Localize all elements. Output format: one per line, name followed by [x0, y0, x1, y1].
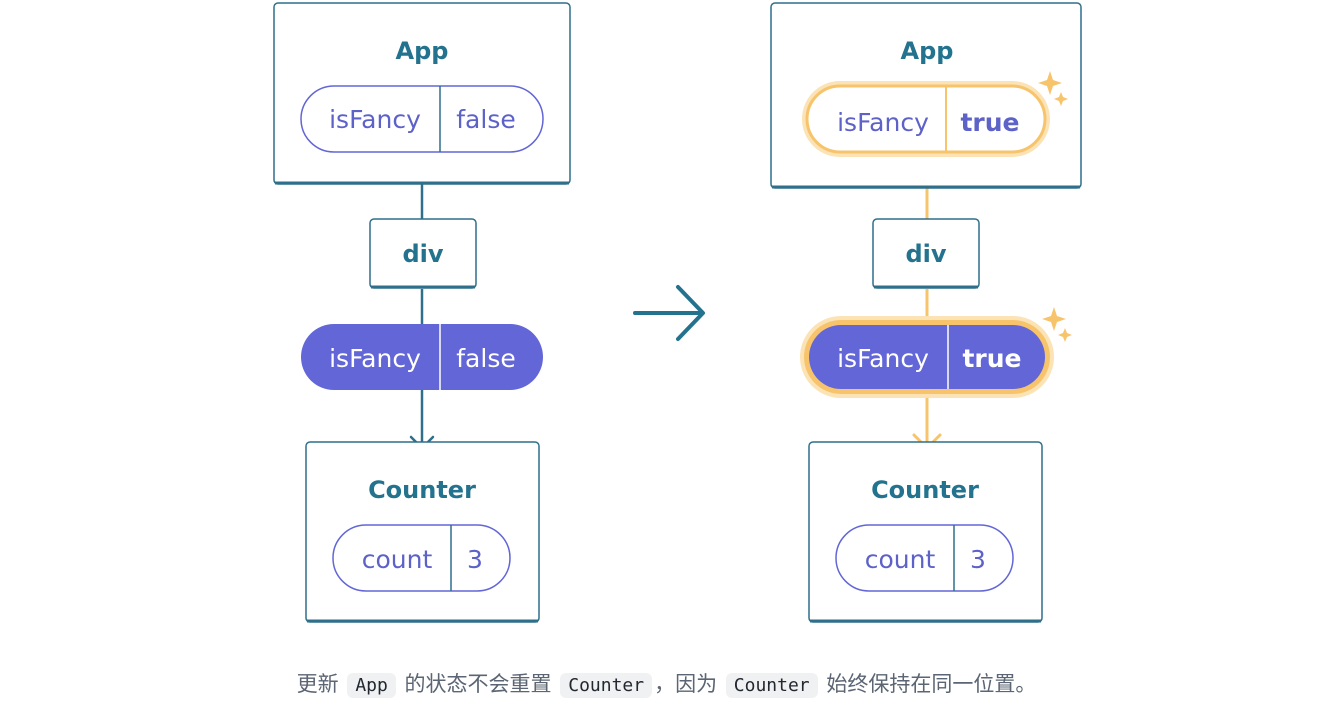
caption-text-2: 的状态不会重置 — [404, 672, 552, 696]
prop-pill: isFancy false — [301, 324, 543, 390]
arrow-right-icon — [633, 285, 705, 341]
counter-title: Counter — [368, 476, 476, 504]
counter-state-value: 3 — [467, 545, 483, 574]
prop-label-after: isFancy — [837, 344, 929, 373]
app-title-after: App — [901, 37, 954, 65]
prop-value-after: true — [962, 344, 1021, 373]
app-state-label: isFancy — [329, 105, 421, 134]
div-node-after: div — [872, 218, 980, 289]
app-state-label-after: isFancy — [837, 108, 929, 137]
prop-value: false — [456, 344, 515, 373]
sparkle-icon — [1042, 307, 1072, 342]
app-state-pill-highlighted: isFancy true — [802, 81, 1050, 157]
sparkle-icon — [1038, 71, 1068, 106]
app-node-after: App isFancy true — [770, 2, 1082, 189]
counter-state-value-after: 3 — [970, 545, 986, 574]
div-node: div — [369, 218, 477, 289]
counter-node-after: Counter count 3 — [808, 441, 1043, 623]
app-title: App — [396, 37, 449, 65]
counter-state-pill-after: count 3 — [835, 524, 1014, 592]
caption-code-counter-2: Counter — [725, 673, 818, 698]
tree-before: App isFancy false div isFancy false Co — [273, 2, 571, 623]
app-state-value-after: true — [960, 108, 1019, 137]
counter-state-label-after: count — [865, 545, 936, 574]
caption-text-4: 始终保持在同一位置。 — [826, 672, 1037, 696]
app-state-pill: isFancy false — [300, 85, 544, 153]
counter-node: Counter count 3 — [305, 441, 540, 623]
diagram-caption: 更新 App 的状态不会重置 Counter，因为 Counter 始终保持在同… — [0, 668, 1333, 698]
counter-state-pill: count 3 — [332, 524, 511, 592]
app-state-value: false — [456, 105, 515, 134]
prop-pill-highlighted: isFancy true — [800, 316, 1054, 398]
caption-text-1: 更新 — [296, 672, 339, 696]
div-title: div — [402, 240, 443, 268]
counter-title-after: Counter — [871, 476, 979, 504]
div-title-after: div — [905, 240, 946, 268]
counter-state-label: count — [362, 545, 433, 574]
caption-code-counter: Counter — [560, 673, 653, 698]
prop-label: isFancy — [329, 344, 421, 373]
tree-after: App isFancy true div isFa — [770, 2, 1082, 623]
caption-code-app: App — [347, 673, 396, 698]
app-node: App isFancy false — [273, 2, 571, 185]
caption-text-3: ，因为 — [654, 672, 718, 696]
